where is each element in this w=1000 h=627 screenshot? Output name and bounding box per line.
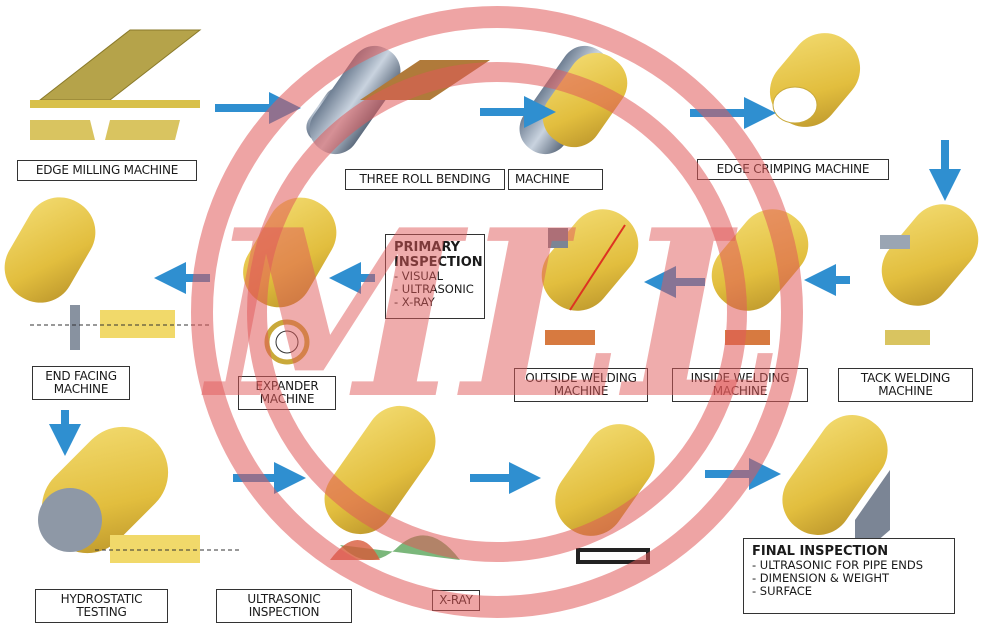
primary-inspection-title: PRIMARY <box>394 240 461 255</box>
label-text: MACHINE <box>53 382 109 396</box>
label-text: ULTRASONIC INSPECTION <box>247 592 321 619</box>
primary-inspection-title: INSPECTION <box>394 255 483 270</box>
label-text: MACHINE <box>259 392 315 406</box>
edge-crimping-illustration <box>769 33 861 127</box>
label-text: HYDROSTATIC TESTING <box>60 592 143 619</box>
label-three-roll-bending: THREE ROLL BENDING <box>345 169 505 190</box>
label-text: MACHINE <box>878 384 933 398</box>
label-text: EDGE CRIMPING MACHINE <box>716 162 870 176</box>
inspection-pipes-illustration <box>324 405 890 564</box>
label-edge-crimping: EDGE CRIMPING MACHINE <box>697 159 889 180</box>
label-hydrostatic: HYDROSTATIC TESTING <box>35 589 168 623</box>
label-text: MACHINE <box>712 384 768 398</box>
label-text: X-RAY <box>439 593 473 607</box>
expander-illustration <box>243 197 337 365</box>
label-ultrasonic: ULTRASONIC INSPECTION <box>216 589 352 623</box>
label-x-ray: X-RAY <box>432 590 480 611</box>
hydrostatic-illustration <box>38 426 240 563</box>
edge-milling-illustration <box>30 29 202 140</box>
end-facing-illustration <box>4 197 210 350</box>
label-text: EDGE MILLING MACHINE <box>35 163 179 177</box>
primary-inspection-box: PRIMARY INSPECTION - VISUAL - ULTRASONIC… <box>385 234 485 319</box>
welding-pipes-illustration <box>541 204 979 345</box>
label-text: TACK WELDING <box>860 371 951 385</box>
final-inspection-title: FINAL INSPECTION <box>752 544 889 559</box>
final-inspection-box: FINAL INSPECTION - ULTRASONIC FOR PIPE E… <box>743 538 955 614</box>
label-text: MACHINE <box>553 384 609 398</box>
label-three-roll-machine: MACHINE <box>508 169 603 190</box>
label-text: THREE ROLL BENDING <box>359 172 491 186</box>
label-text: MACHINE <box>515 172 570 186</box>
label-edge-milling: EDGE MILLING MACHINE <box>17 160 197 181</box>
three-roll-bending-illustration <box>306 45 628 155</box>
final-inspection-item: - SURFACE <box>752 584 813 598</box>
label-text: END FACING <box>45 369 117 383</box>
primary-inspection-item: - X-RAY <box>394 295 435 309</box>
